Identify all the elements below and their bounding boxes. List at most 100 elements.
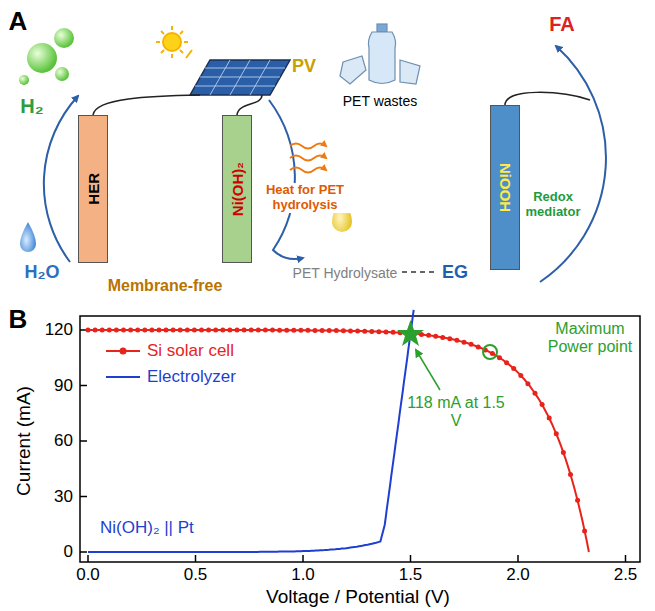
data-dot — [476, 344, 481, 349]
tick-label: 0 — [64, 542, 73, 562]
data-dot — [554, 431, 559, 436]
data-dot — [391, 330, 396, 335]
data-dot — [518, 373, 523, 378]
data-dot — [355, 329, 360, 334]
data-dot — [199, 328, 204, 333]
data-dot — [235, 328, 240, 333]
data-dot — [256, 328, 261, 333]
data-dot — [242, 328, 247, 333]
tick-label: 2.0 — [506, 565, 530, 585]
data-dot — [178, 328, 183, 333]
cycle-arrow — [269, 100, 303, 259]
tick-label: 30 — [54, 487, 73, 507]
tick-label: 0.0 — [76, 565, 100, 585]
panel-letter: B — [9, 305, 28, 335]
data-dot — [263, 328, 268, 333]
wire — [237, 95, 262, 115]
electrode-label: NiOOH — [497, 163, 514, 212]
leader-arrow — [416, 350, 440, 390]
data-dot — [206, 328, 211, 333]
data-dot — [440, 335, 445, 340]
data-dot — [86, 328, 91, 333]
data-dot — [426, 333, 431, 338]
data-dot — [93, 328, 98, 333]
data-dot — [291, 328, 296, 333]
wire — [505, 92, 590, 105]
data-dot — [320, 328, 325, 333]
data-dot — [213, 328, 218, 333]
data-dot — [533, 391, 538, 396]
data-dot — [277, 328, 282, 333]
electrode: Ni(OH)₂ — [222, 115, 252, 263]
data-dot — [192, 328, 197, 333]
data-dot — [511, 366, 516, 371]
data-dot — [305, 328, 310, 333]
data-dot — [575, 498, 580, 503]
device-label: PV — [292, 56, 316, 77]
data-dot — [582, 528, 587, 533]
data-dot — [135, 328, 140, 333]
max-power-marker — [483, 345, 497, 359]
data-dot — [164, 328, 169, 333]
data-dot — [157, 328, 162, 333]
data-dot — [462, 340, 467, 345]
data-dot — [107, 328, 112, 333]
legend-row: Electrolyzer — [105, 367, 236, 387]
feedstock-label: PET wastes — [343, 93, 417, 109]
solar-curve — [88, 330, 589, 552]
data-dot — [313, 328, 318, 333]
hydrogen-bubbles — [19, 28, 74, 85]
plot-frame — [80, 316, 640, 562]
tick-label: 120 — [45, 320, 73, 340]
wire — [93, 95, 200, 115]
dashed-link — [402, 271, 438, 273]
reactant-label: H₂O — [25, 262, 60, 283]
intersection-star — [397, 320, 424, 346]
data-dot — [433, 334, 438, 339]
data-dot — [525, 381, 530, 386]
cycle-arrow — [540, 46, 606, 282]
tick-label: 60 — [54, 431, 73, 451]
electrode-label: HER — [85, 173, 102, 205]
annotation: 118 mA at 1.5 V — [406, 394, 506, 431]
electrode: HER — [78, 115, 108, 263]
legend-sample — [105, 345, 141, 357]
data-dot — [384, 330, 389, 335]
data-dot — [149, 328, 154, 333]
data-dot — [454, 338, 459, 343]
electrolyzer-curve — [88, 310, 414, 552]
electrode-label: Ni(OH)₂ — [229, 162, 246, 216]
sun-ray — [186, 50, 192, 58]
data-dot — [185, 328, 190, 333]
reactant-label: EG — [442, 262, 468, 283]
data-dot — [171, 328, 176, 333]
panel-letter: A — [9, 7, 28, 37]
heat-arrows — [290, 144, 326, 173]
data-dot — [447, 336, 452, 341]
legend-text: Si solar cell — [147, 341, 234, 361]
data-dot — [327, 328, 332, 333]
data-dot — [547, 416, 552, 421]
data-dot — [334, 328, 339, 333]
cycle-arrow — [44, 96, 78, 262]
data-dot — [497, 355, 502, 360]
data-dot — [128, 328, 133, 333]
axis-title: Current (mA) — [13, 386, 35, 496]
legend-sample — [105, 371, 141, 383]
data-dot — [100, 328, 105, 333]
legend-text: Electrolyzer — [147, 367, 236, 387]
annotation: Ni(OH)₂ || Pt — [100, 518, 194, 538]
annotation: Maximum Power point — [540, 320, 640, 357]
curves — [86, 310, 589, 552]
data-dot — [284, 328, 289, 333]
tick-label: 1.0 — [291, 565, 315, 585]
data-dot — [298, 328, 303, 333]
tick-label: 0.5 — [184, 565, 208, 585]
axis-title: Voltage / Potential (V) — [266, 586, 450, 608]
sun — [156, 26, 188, 58]
pet-bottles — [340, 24, 420, 84]
tick-label: 1.5 — [399, 565, 423, 585]
data-dot — [504, 360, 509, 365]
data-dot — [249, 328, 254, 333]
